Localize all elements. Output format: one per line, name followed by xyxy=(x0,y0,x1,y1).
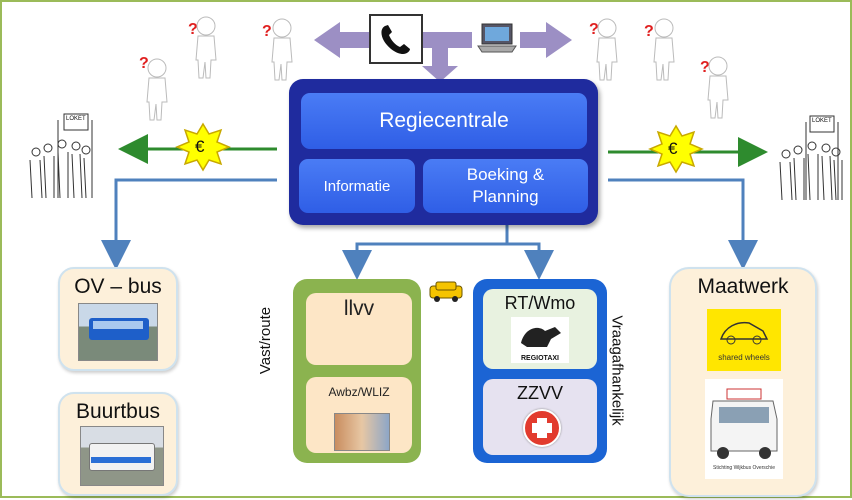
ov-bus-photo xyxy=(78,303,158,361)
arrow-right-purple xyxy=(520,22,572,58)
blue-line-llvv xyxy=(342,242,507,280)
buurtbus-box: Buurtbus xyxy=(58,392,178,496)
euro-label-left: € xyxy=(195,137,205,156)
question-figure-1: ? xyxy=(135,54,175,129)
hub-title: Regiecentrale xyxy=(301,93,587,149)
question-figure-3: ? xyxy=(260,14,300,89)
buurtbus-photo xyxy=(80,426,164,486)
maatwerk-box: Maatwerk shared wheels Stichting Wijkbus… xyxy=(669,267,817,497)
hospital-icon xyxy=(523,409,561,447)
question-figure-4: ? xyxy=(585,14,625,89)
hub-booking-line2: Planning xyxy=(472,187,539,206)
arrow-down-purple xyxy=(422,48,458,82)
loket-queue-right: LOKET xyxy=(772,112,852,204)
maatwerk-title: Maatwerk xyxy=(697,275,789,298)
llvv-title: llvv xyxy=(343,297,375,320)
blue-line-rtwmo xyxy=(507,242,554,280)
regiotaxi-logo: REGIOTAXI xyxy=(511,317,569,363)
vraagafhankelijk-label: Vraagafhankelijk xyxy=(608,315,626,426)
loket-sign-right: LOKET xyxy=(812,118,832,124)
shared-wheels-logo: shared wheels xyxy=(707,309,781,371)
zzvv-title: ZZVV xyxy=(516,383,563,403)
svg-text:?: ? xyxy=(262,23,272,40)
wijkbus-caption: Stichting Wijkbus Overschie xyxy=(713,465,775,471)
svg-text:?: ? xyxy=(700,59,710,76)
care-photo xyxy=(334,413,390,451)
vraagafhankelijk-group: RT/Wmo REGIOTAXI ZZVV xyxy=(473,279,607,463)
zzvv-box: ZZVV xyxy=(483,379,597,455)
blue-line-right xyxy=(608,178,758,270)
phone-icon xyxy=(369,14,423,64)
euro-label-right: € xyxy=(668,139,678,158)
regiecentrale-hub: Regiecentrale Informatie Boeking & Plann… xyxy=(289,79,598,225)
loket-queue-left: LOKET xyxy=(20,110,115,202)
llvv-box: llvv xyxy=(306,293,412,365)
rt-wmo-title: RT/Wmo xyxy=(504,293,576,313)
question-figure-5: ? xyxy=(642,14,682,89)
vast-route-label: Vast/route xyxy=(257,306,275,375)
shared-wheels-text: shared wheels xyxy=(718,353,770,362)
llvv-group: llvv Awbz/WLIZ xyxy=(293,279,421,463)
euro-star-right: € xyxy=(648,124,704,174)
hub-booking-line1: Boeking & xyxy=(466,165,545,184)
question-figure-6: ? xyxy=(696,52,736,127)
svg-text:?: ? xyxy=(139,55,149,72)
hub-boeking-planning: Boeking & Planning xyxy=(423,159,588,213)
rt-wmo-box: RT/Wmo REGIOTAXI xyxy=(483,289,597,369)
regiotaxi-text: REGIOTAXI xyxy=(521,355,559,362)
arrow-left-purple xyxy=(314,22,370,58)
taxi-icon xyxy=(428,280,464,304)
awbz-box: Awbz/WLIZ xyxy=(306,377,412,453)
euro-star-left: € xyxy=(175,122,231,172)
buurtbus-title: Buurtbus xyxy=(75,400,161,423)
hub-informatie: Informatie xyxy=(299,159,415,213)
loket-sign-left: LOKET xyxy=(66,116,86,122)
question-figure-2: ? xyxy=(184,12,224,87)
svg-text:?: ? xyxy=(644,23,654,40)
ov-bus-box: OV – bus xyxy=(58,267,178,371)
wijkbus-photo: Stichting Wijkbus Overschie xyxy=(705,379,783,479)
awbz-title: Awbz/WLIZ xyxy=(328,385,390,399)
svg-text:?: ? xyxy=(188,21,198,38)
ov-bus-title: OV – bus xyxy=(74,275,162,298)
blue-line-left xyxy=(101,178,277,270)
svg-text:?: ? xyxy=(589,21,599,38)
laptop-icon xyxy=(476,22,517,54)
